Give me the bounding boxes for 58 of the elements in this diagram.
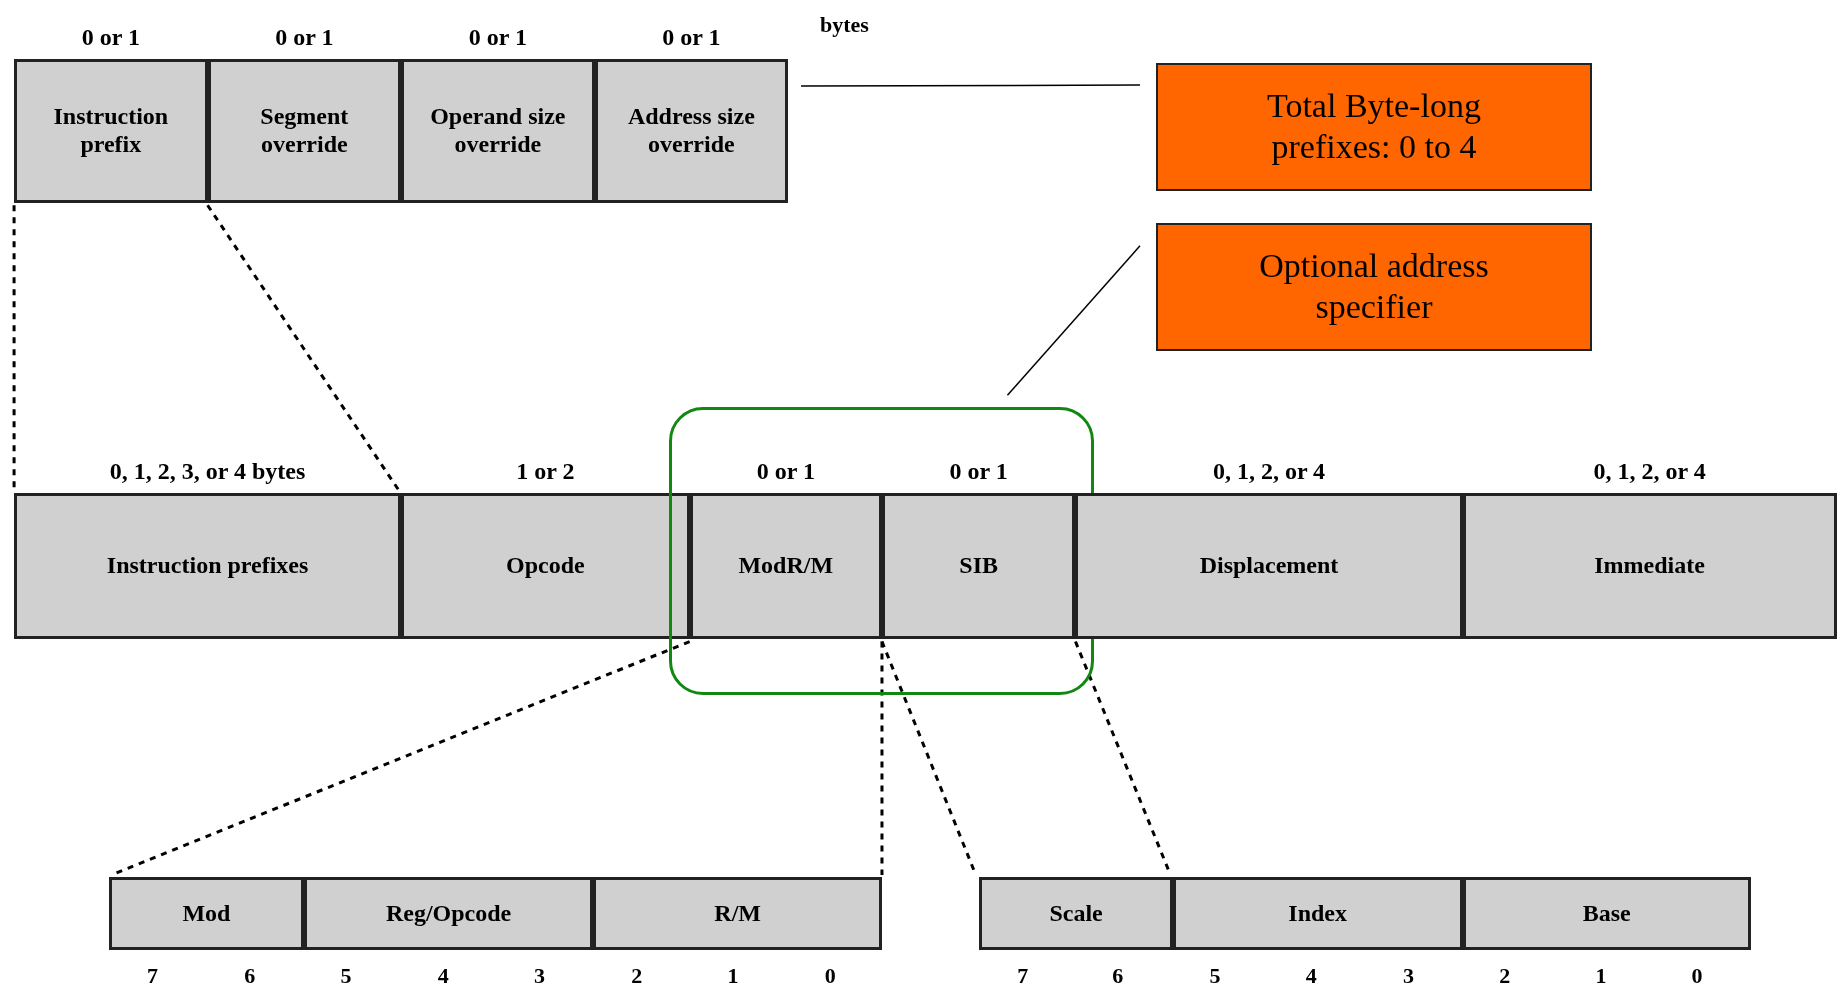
size-label: 0, 1, 2, 3, or 4 bytes [108,458,307,486]
bit-number: 7 [1017,962,1029,989]
bit-number: 6 [244,962,256,989]
field-label: Address size override [626,103,756,159]
field-label: Opcode [505,552,586,580]
bit-number: 6 [1112,962,1124,989]
size-label: 1 or 2 [515,458,576,486]
field-cell [109,877,304,950]
leader-line [1006,245,1141,396]
size-label: 0 or 1 [755,458,816,486]
field-label: Index [1287,899,1348,928]
callout-box [1156,222,1592,351]
size-label: 0 or 1 [948,458,1009,486]
field-cell [1462,877,1752,950]
field-label: Operand size override [429,103,567,159]
leader-line [800,84,1141,87]
bit-number: 2 [631,962,643,989]
field-label: Scale [1048,899,1104,928]
field-label: Base [1581,899,1632,928]
size-label: 0 or 1 [274,24,335,52]
bit-number: 5 [1209,962,1221,989]
field-label: SIB [958,552,1000,580]
bit-number: 7 [146,962,158,989]
size-label: 0, 1, 2, or 4 [1211,458,1327,486]
bit-number: 1 [727,962,739,989]
bit-number: 4 [437,962,449,989]
field-label: Segment override [259,103,350,159]
bit-number: 3 [534,962,545,989]
expansion-line [880,641,884,875]
size-label: 0 or 1 [467,24,528,52]
bit-number: 5 [340,962,352,989]
field-label: Instruction prefix [52,103,170,159]
size-label: 0 or 1 [80,24,141,52]
field-cell [1172,877,1463,950]
field-label: Total Byte-long prefixes: 0 to 4 [1266,86,1482,168]
bit-number: 1 [1595,962,1607,989]
callout-box [1156,63,1592,192]
field-cell [303,877,594,950]
field-label: ModR/M [737,552,835,580]
size-label: 0, 1, 2, or 4 [1592,458,1707,486]
field-label: R/M [713,899,762,928]
field-label: Mod [181,899,232,928]
field-label: Displacement [1198,552,1340,580]
size-label: 0 or 1 [661,24,722,52]
highlight-frame [669,407,1094,695]
unit-label: bytes [820,11,869,38]
bit-number: 2 [1499,962,1511,989]
expansion-line [206,204,400,492]
field-cell [593,877,882,950]
bit-number: 0 [824,962,836,989]
bit-number: 3 [1403,962,1415,989]
field-label: Immediate [1593,552,1706,580]
field-label: Instruction prefixes [105,552,310,580]
bit-number: 4 [1305,962,1317,989]
field-label: Reg/Opcode [384,899,513,928]
field-cell [979,877,1173,950]
field-label: Optional address specifier [1258,245,1490,327]
bit-number: 0 [1691,962,1703,989]
